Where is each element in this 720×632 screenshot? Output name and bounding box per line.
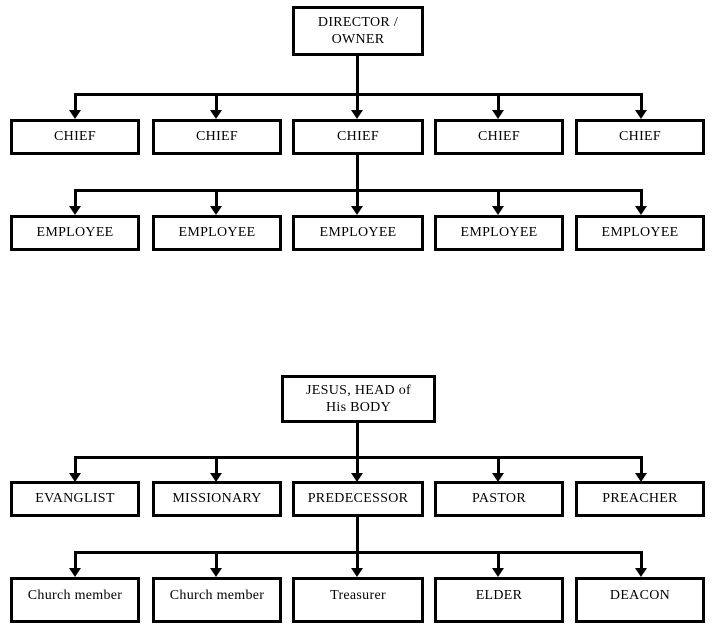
node-label: CHIEF <box>54 129 96 145</box>
node-chief-2[interactable]: CHIEF <box>152 119 282 155</box>
arrowhead-tier2-5 <box>635 568 647 577</box>
node-jesus-head-of-his-body[interactable]: JESUS, HEAD of His BODY <box>281 375 436 423</box>
arrowhead-tier2-3 <box>351 206 363 215</box>
node-label: EMPLOYEE <box>36 225 114 241</box>
node-pastor[interactable]: PASTOR <box>434 481 564 517</box>
node-employee-1[interactable]: EMPLOYEE <box>10 215 140 251</box>
connector-drop-tier1-3 <box>356 93 359 112</box>
node-chief-3[interactable]: CHIEF <box>292 119 424 155</box>
connector-root-stem <box>356 423 359 456</box>
arrowhead-tier1-2 <box>210 110 222 119</box>
node-chief-5[interactable]: CHIEF <box>575 119 705 155</box>
corporate-hierarchy-chart: DIRECTOR / OWNER CHIEF CHIEF CHIEF CHIEF… <box>0 0 720 300</box>
arrowhead-tier1-5 <box>635 110 647 119</box>
arrowhead-tier1-1 <box>69 110 81 119</box>
connector-drop-tier2-1 <box>74 189 77 207</box>
arrowhead-tier2-5 <box>635 206 647 215</box>
node-label: CHIEF <box>478 129 520 145</box>
node-label: DIRECTOR / OWNER <box>317 14 399 48</box>
connector-drop-tier1-3 <box>356 456 359 475</box>
node-label: PREDECESSOR <box>307 491 409 507</box>
node-label: DEACON <box>609 588 671 603</box>
node-chief-4[interactable]: CHIEF <box>434 119 564 155</box>
arrowhead-tier2-1 <box>69 568 81 577</box>
connector-drop-tier1-2 <box>215 93 218 112</box>
connector-drop-tier2-5 <box>640 551 643 569</box>
connector-drop-tier2-2 <box>215 551 218 569</box>
connector-drop-tier1-1 <box>74 456 77 475</box>
node-church-member-2[interactable]: Church member <box>152 577 282 623</box>
connector-drop-tier2-4 <box>497 551 500 569</box>
connector-drop-tier1-4 <box>497 93 500 112</box>
node-missionary[interactable]: MISSIONARY <box>152 481 282 517</box>
node-label: EMPLOYEE <box>460 225 538 241</box>
connector-drop-tier2-2 <box>215 189 218 207</box>
node-label: CHIEF <box>619 129 661 145</box>
node-employee-2[interactable]: EMPLOYEE <box>152 215 282 251</box>
connector-drop-tier2-5 <box>640 189 643 207</box>
node-director-owner[interactable]: DIRECTOR / OWNER <box>292 6 424 56</box>
connector-root-stem <box>356 56 359 93</box>
node-predecessor[interactable]: PREDECESSOR <box>292 481 424 517</box>
connector-tier1-stem <box>356 155 359 189</box>
connector-drop-tier1-2 <box>215 456 218 475</box>
arrowhead-tier1-3 <box>351 110 363 119</box>
arrowhead-tier1-5 <box>635 473 647 482</box>
connector-drop-tier1-4 <box>497 456 500 475</box>
node-deacon[interactable]: DEACON <box>575 577 705 623</box>
node-label: EMPLOYEE <box>319 225 397 241</box>
node-label: CHIEF <box>337 129 379 145</box>
node-church-member-1[interactable]: Church member <box>10 577 140 623</box>
node-label: PREACHER <box>602 491 678 507</box>
node-label: EMPLOYEE <box>178 225 256 241</box>
connector-drop-tier2-3 <box>356 551 359 569</box>
node-label: Church member <box>169 588 265 603</box>
arrowhead-tier1-3 <box>351 473 363 482</box>
node-chief-1[interactable]: CHIEF <box>10 119 140 155</box>
node-elder[interactable]: ELDER <box>434 577 564 623</box>
arrowhead-tier2-2 <box>210 568 222 577</box>
church-hierarchy-chart: JESUS, HEAD of His BODY EVANGLIST MISSIO… <box>0 360 720 632</box>
node-label: JESUS, HEAD of His BODY <box>306 382 411 416</box>
node-label: ELDER <box>475 588 523 603</box>
arrowhead-tier1-4 <box>492 473 504 482</box>
connector-drop-tier2-3 <box>356 189 359 207</box>
connector-drop-tier2-1 <box>74 551 77 569</box>
node-employee-5[interactable]: EMPLOYEE <box>575 215 705 251</box>
node-preacher[interactable]: PREACHER <box>575 481 705 517</box>
arrowhead-tier1-4 <box>492 110 504 119</box>
node-label: MISSIONARY <box>172 491 262 507</box>
node-label: PASTOR <box>472 491 526 507</box>
arrowhead-tier2-3 <box>351 568 363 577</box>
node-employee-4[interactable]: EMPLOYEE <box>434 215 564 251</box>
node-label: EVANGLIST <box>35 491 115 507</box>
arrowhead-tier2-2 <box>210 206 222 215</box>
arrowhead-tier1-2 <box>210 473 222 482</box>
arrowhead-tier2-4 <box>492 568 504 577</box>
connector-drop-tier1-1 <box>74 93 77 112</box>
node-employee-3[interactable]: EMPLOYEE <box>292 215 424 251</box>
arrowhead-tier2-1 <box>69 206 81 215</box>
connector-drop-tier2-4 <box>497 189 500 207</box>
arrowhead-tier2-4 <box>492 206 504 215</box>
connector-drop-tier1-5 <box>640 93 643 112</box>
node-treasurer[interactable]: Treasurer <box>292 577 424 623</box>
node-label: EMPLOYEE <box>601 225 679 241</box>
connector-drop-tier1-5 <box>640 456 643 475</box>
node-label: Church member <box>27 588 123 603</box>
node-label: CHIEF <box>196 129 238 145</box>
node-label: Treasurer <box>330 588 386 603</box>
connector-tier1-stem <box>356 517 359 551</box>
arrowhead-tier1-1 <box>69 473 81 482</box>
node-evanglist[interactable]: EVANGLIST <box>10 481 140 517</box>
